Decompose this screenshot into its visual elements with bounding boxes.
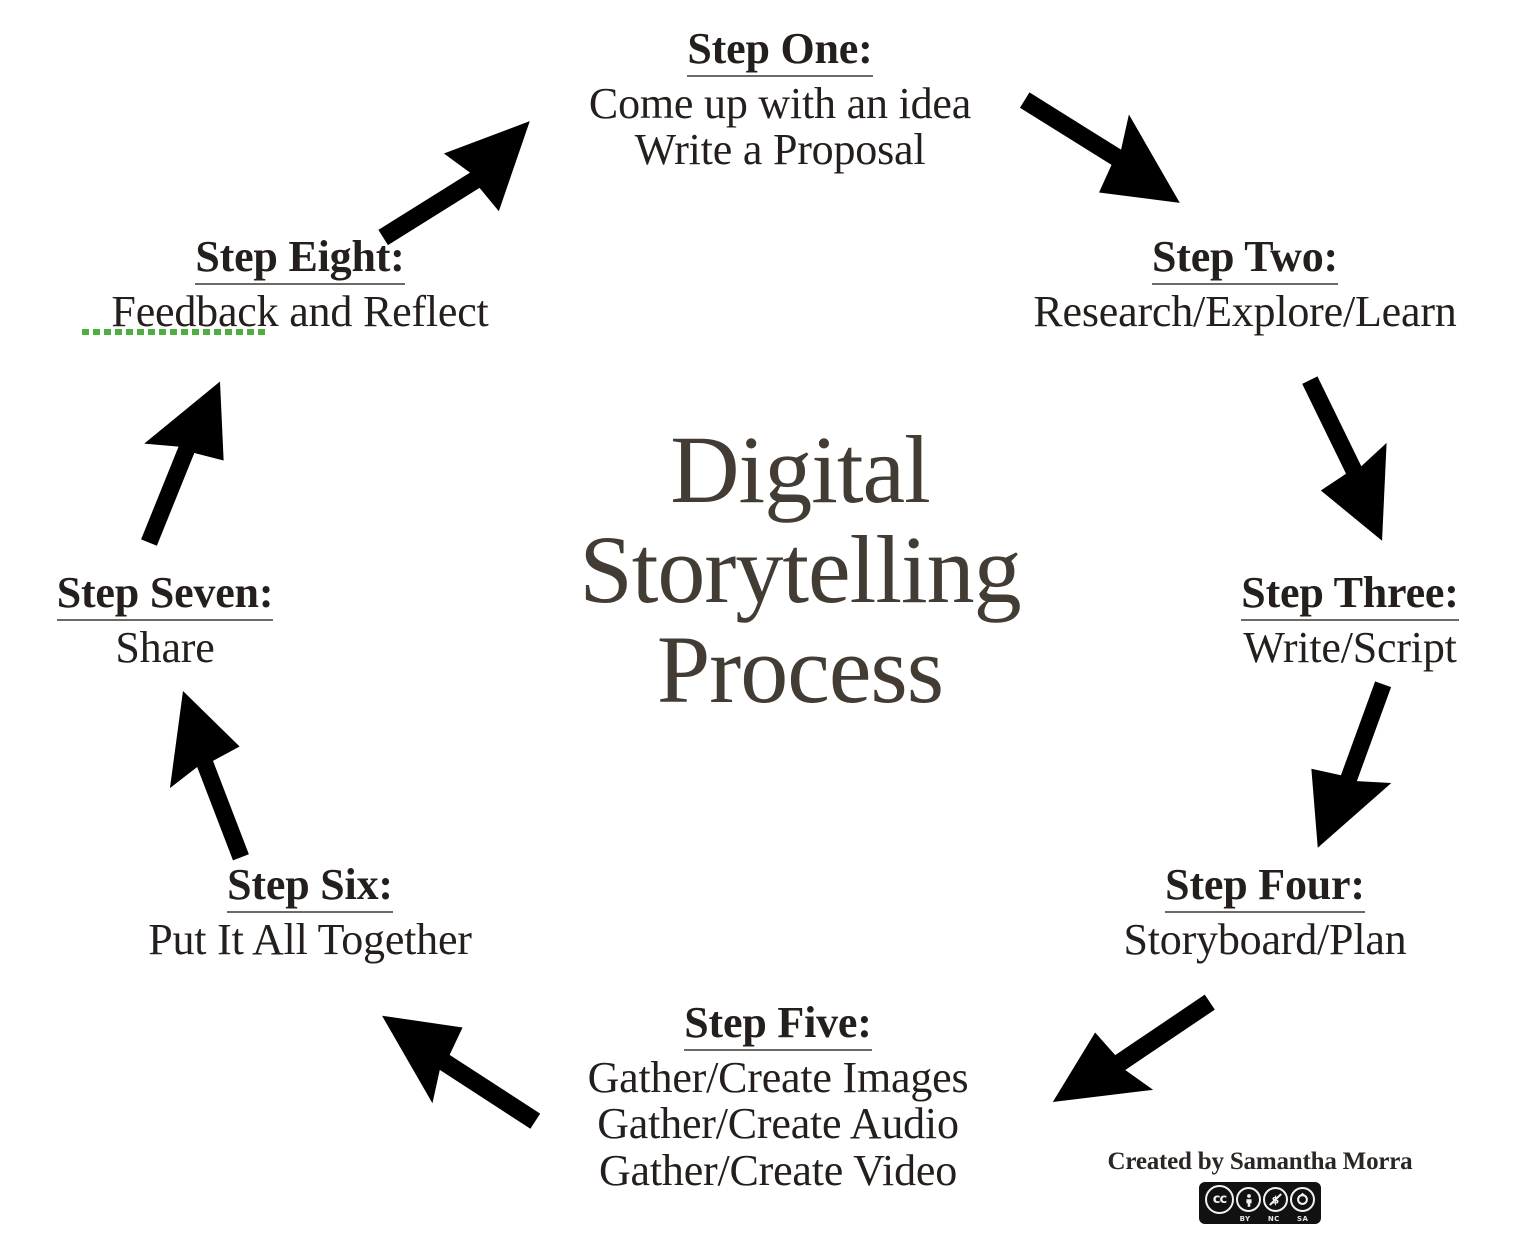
cc-badge-icon-row: cc $ <box>1199 1185 1321 1214</box>
step-five-title: Step Five: <box>684 999 872 1051</box>
creative-commons-badge[interactable]: cc $ <box>1199 1182 1321 1224</box>
arrow-step-two-to-step-three <box>1302 376 1387 541</box>
arrow-step-seven-to-step-eight <box>141 381 224 546</box>
step-four-block: Step Four: Storyboard/Plan <box>1085 861 1445 964</box>
center-title-line-1: Digital <box>670 416 931 523</box>
step-eight-line-1: Feedback and Reflect <box>80 286 520 336</box>
step-one-line-1: Come up with an idea <box>588 78 972 128</box>
center-title-line-3: Process <box>656 615 944 723</box>
arrow-step-five-to-step-six <box>382 1015 541 1129</box>
step-one-block: Step One: Come up with an idea Write a P… <box>555 25 1005 175</box>
arrow-step-one-to-step-two <box>1019 92 1180 203</box>
creative-commons-icon: cc <box>1205 1185 1234 1214</box>
step-one-line-2: Write a Proposal <box>634 125 926 175</box>
step-two-line-1: Research/Explore/Learn <box>1033 286 1457 336</box>
center-title-line-2: Storytelling <box>579 515 1021 623</box>
step-six-line-1: Put It All Together <box>148 914 472 964</box>
arrow-step-six-to-step-seven <box>169 691 249 861</box>
arrow-step-three-to-step-four <box>1311 681 1392 848</box>
cc-label-nc: NC <box>1267 1215 1280 1223</box>
cc-label-by: BY <box>1239 1215 1251 1223</box>
step-five-line-2: Gather/Create Audio <box>597 1099 959 1149</box>
cc-by-attribution-icon <box>1236 1187 1261 1212</box>
step-four-line-1: Storyboard/Plan <box>1123 914 1407 964</box>
step-five-line-1: Gather/Create Images <box>587 1052 969 1102</box>
cc-nc-noncommercial-icon: $ <box>1263 1187 1288 1212</box>
center-title: Digital Storytelling Process <box>540 420 1060 719</box>
step-three-block: Step Three: Write/Script <box>1180 569 1520 672</box>
step-eight-line-1-text: Feedback and Reflect <box>111 286 489 336</box>
cc-sa-sharealike-icon <box>1290 1187 1315 1212</box>
step-four-title: Step Four: <box>1165 861 1365 913</box>
cc-badge-labels: BY NC SA <box>1231 1215 1317 1223</box>
step-two-block: Step Two: Research/Explore/Learn <box>995 233 1495 336</box>
credit-text: Created by Samantha Morra <box>1107 1148 1413 1175</box>
step-seven-title: Step Seven: <box>56 569 273 621</box>
step-six-title: Step Six: <box>227 861 393 913</box>
arrow-step-four-to-step-five <box>1052 994 1215 1103</box>
step-seven-block: Step Seven: Share <box>20 569 310 672</box>
step-eight-block: Step Eight: Feedback and Reflect <box>80 233 520 336</box>
credit-block: Created by Samantha Morra cc $ <box>1090 1148 1430 1224</box>
step-two-title: Step Two: <box>1151 233 1338 285</box>
step-three-line-1: Write/Script <box>1243 622 1457 672</box>
step-eight-title: Step Eight: <box>195 233 405 285</box>
step-five-block: Step Five: Gather/Create Images Gather/C… <box>553 999 1003 1195</box>
cc-label-sa: SA <box>1297 1215 1309 1223</box>
step-seven-line-1: Share <box>115 622 215 672</box>
step-five-line-3: Gather/Create Video <box>598 1145 958 1195</box>
step-six-block: Step Six: Put It All Together <box>110 861 510 964</box>
step-one-title: Step One: <box>687 25 873 77</box>
step-three-title: Step Three: <box>1241 569 1459 621</box>
grammar-check-underline <box>82 329 266 336</box>
